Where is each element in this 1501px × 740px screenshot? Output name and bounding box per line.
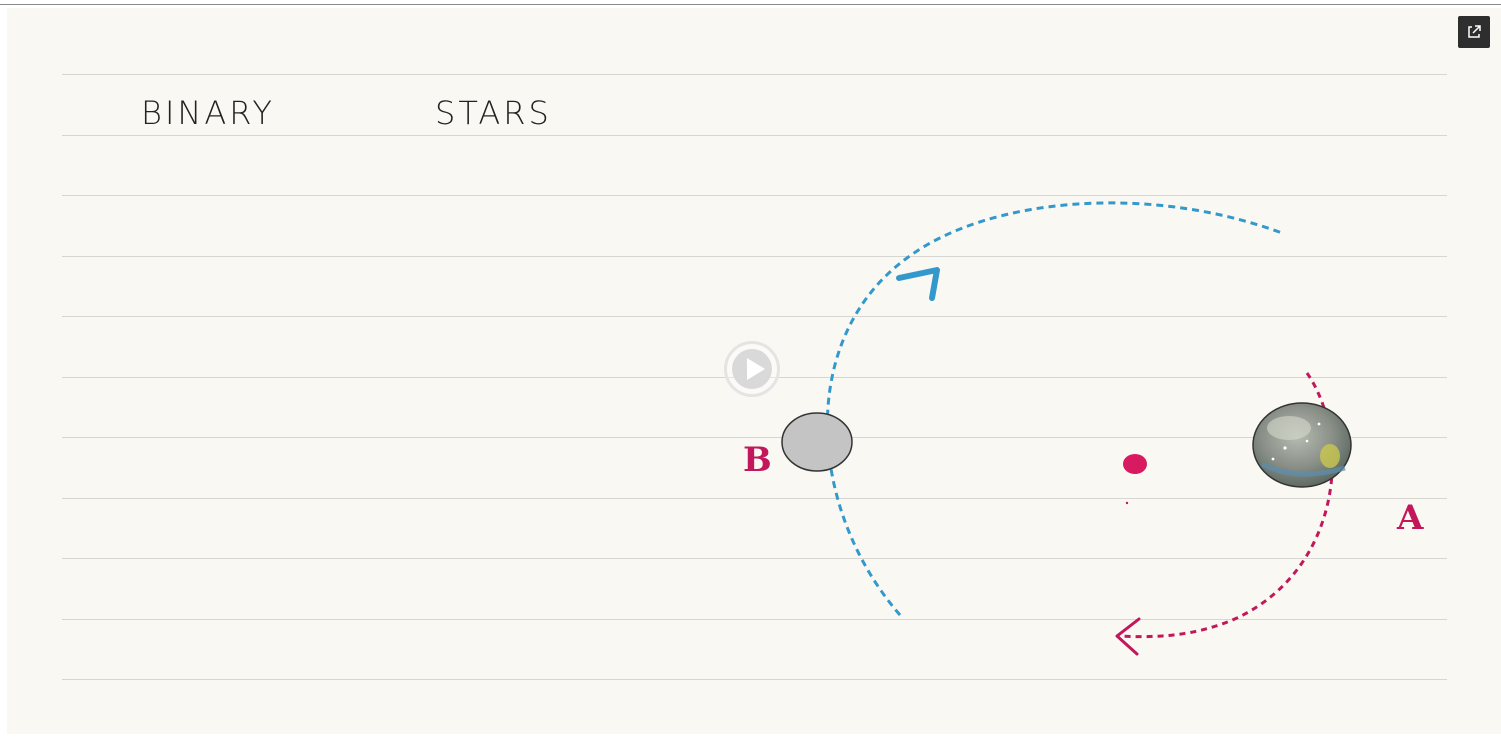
ruled-line: [62, 256, 1447, 257]
ruled-line: [62, 74, 1447, 75]
video-player[interactable]: BINARY STARS B: [7, 8, 1501, 734]
star-b: [781, 412, 853, 472]
star-a-highlight: [1267, 416, 1311, 440]
ruled-line: [62, 437, 1447, 438]
top-divider: [0, 4, 1501, 5]
slide-title-stars: STARS: [435, 94, 552, 132]
ruled-line: [62, 619, 1447, 620]
star-a-speck: [1305, 439, 1309, 443]
binary-orbit-diagram: [781, 201, 1352, 656]
orbit-a-path: [1118, 372, 1334, 639]
open-external-button[interactable]: [1458, 16, 1490, 48]
orbit-b-arrow-icon: [896, 267, 940, 301]
label-star-a: A: [1397, 498, 1424, 538]
ruled-line: [62, 195, 1447, 196]
slide-title-binary: BINARY: [141, 94, 275, 132]
external-link-icon: [1468, 25, 1481, 38]
star-a-speck: [1317, 422, 1321, 426]
center-of-mass-tick: [1125, 501, 1129, 505]
star-a-blue-band: [1260, 461, 1346, 477]
ruled-line: [62, 679, 1447, 680]
center-of-mass-dot: [1123, 454, 1147, 474]
play-button[interactable]: [724, 341, 780, 397]
orbit-b-path: [825, 201, 1283, 616]
star-a-yellow-patch: [1320, 444, 1340, 468]
ruled-line: [62, 558, 1447, 559]
ruled-line: [62, 316, 1447, 317]
label-star-b: B: [743, 440, 772, 480]
star-a-speck: [1271, 457, 1275, 461]
star-a-speck: [1283, 446, 1287, 450]
orbit-a-arrow-icon: [1115, 617, 1141, 656]
ruled-line: [62, 498, 1447, 499]
ruled-line: [62, 135, 1447, 136]
